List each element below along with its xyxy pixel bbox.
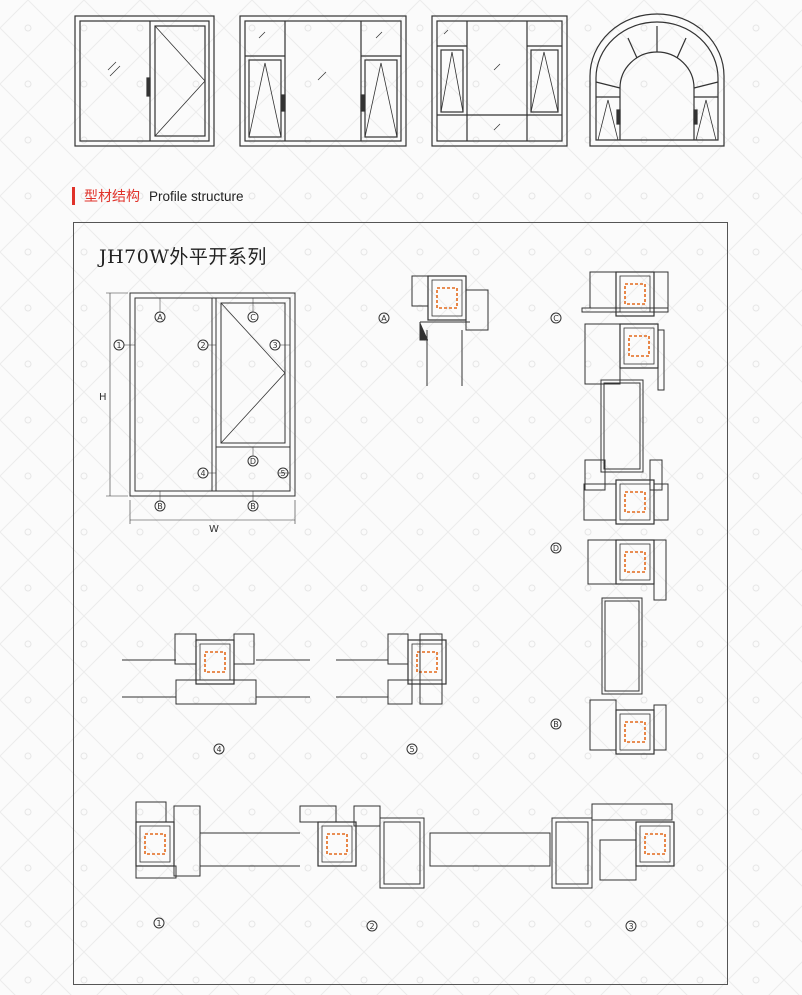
section-4-label: 4	[216, 745, 221, 754]
thumbnail-multi-pane	[431, 15, 568, 147]
dim-w-label: W	[209, 524, 219, 535]
marker-5: 5	[280, 469, 285, 478]
section-b-label: B	[553, 720, 559, 729]
heading-cn: 型材结构	[84, 189, 140, 205]
elevation-drawing	[106, 292, 296, 524]
section-2-label: 2	[369, 922, 374, 931]
section-4-drawing	[122, 633, 310, 755]
heading-accent-bar	[72, 187, 75, 205]
section-2-drawing	[299, 805, 551, 932]
thumbnail-three-pane	[239, 15, 407, 147]
marker-4: 4	[200, 469, 205, 478]
section-cdb-drawing	[550, 271, 669, 755]
section-a-drawing	[378, 275, 489, 386]
profile-panel	[73, 222, 728, 985]
section-1-drawing	[135, 801, 300, 929]
section-heading: 型材结构 Profile structure	[72, 185, 244, 207]
dim-h-label: H	[99, 392, 107, 403]
window-style-thumbnails	[74, 13, 725, 147]
heading-en: Profile structure	[149, 188, 244, 204]
thumbnail-casement-fixed	[74, 15, 215, 147]
section-5-drawing	[336, 633, 447, 755]
marker-1: 1	[116, 341, 121, 350]
marker-3: 3	[272, 341, 277, 350]
section-5-label: 5	[409, 745, 414, 754]
section-d-label: D	[553, 544, 559, 553]
marker-d: D	[250, 457, 256, 466]
series-title: JH70W外平开系列	[99, 246, 267, 268]
marker-2: 2	[200, 341, 205, 350]
marker-a-circle	[154, 311, 166, 323]
section-a-label: A	[381, 314, 387, 323]
section-1-label: 1	[156, 919, 161, 928]
section-3-drawing	[551, 803, 675, 932]
marker-b-left: B	[157, 502, 163, 511]
marker-b-right: B	[250, 502, 256, 511]
marker-a: A	[157, 313, 163, 322]
marker-c: C	[250, 313, 256, 322]
section-3-label: 3	[628, 922, 633, 931]
section-c-label: C	[553, 314, 559, 323]
thumbnail-arched	[589, 13, 725, 147]
